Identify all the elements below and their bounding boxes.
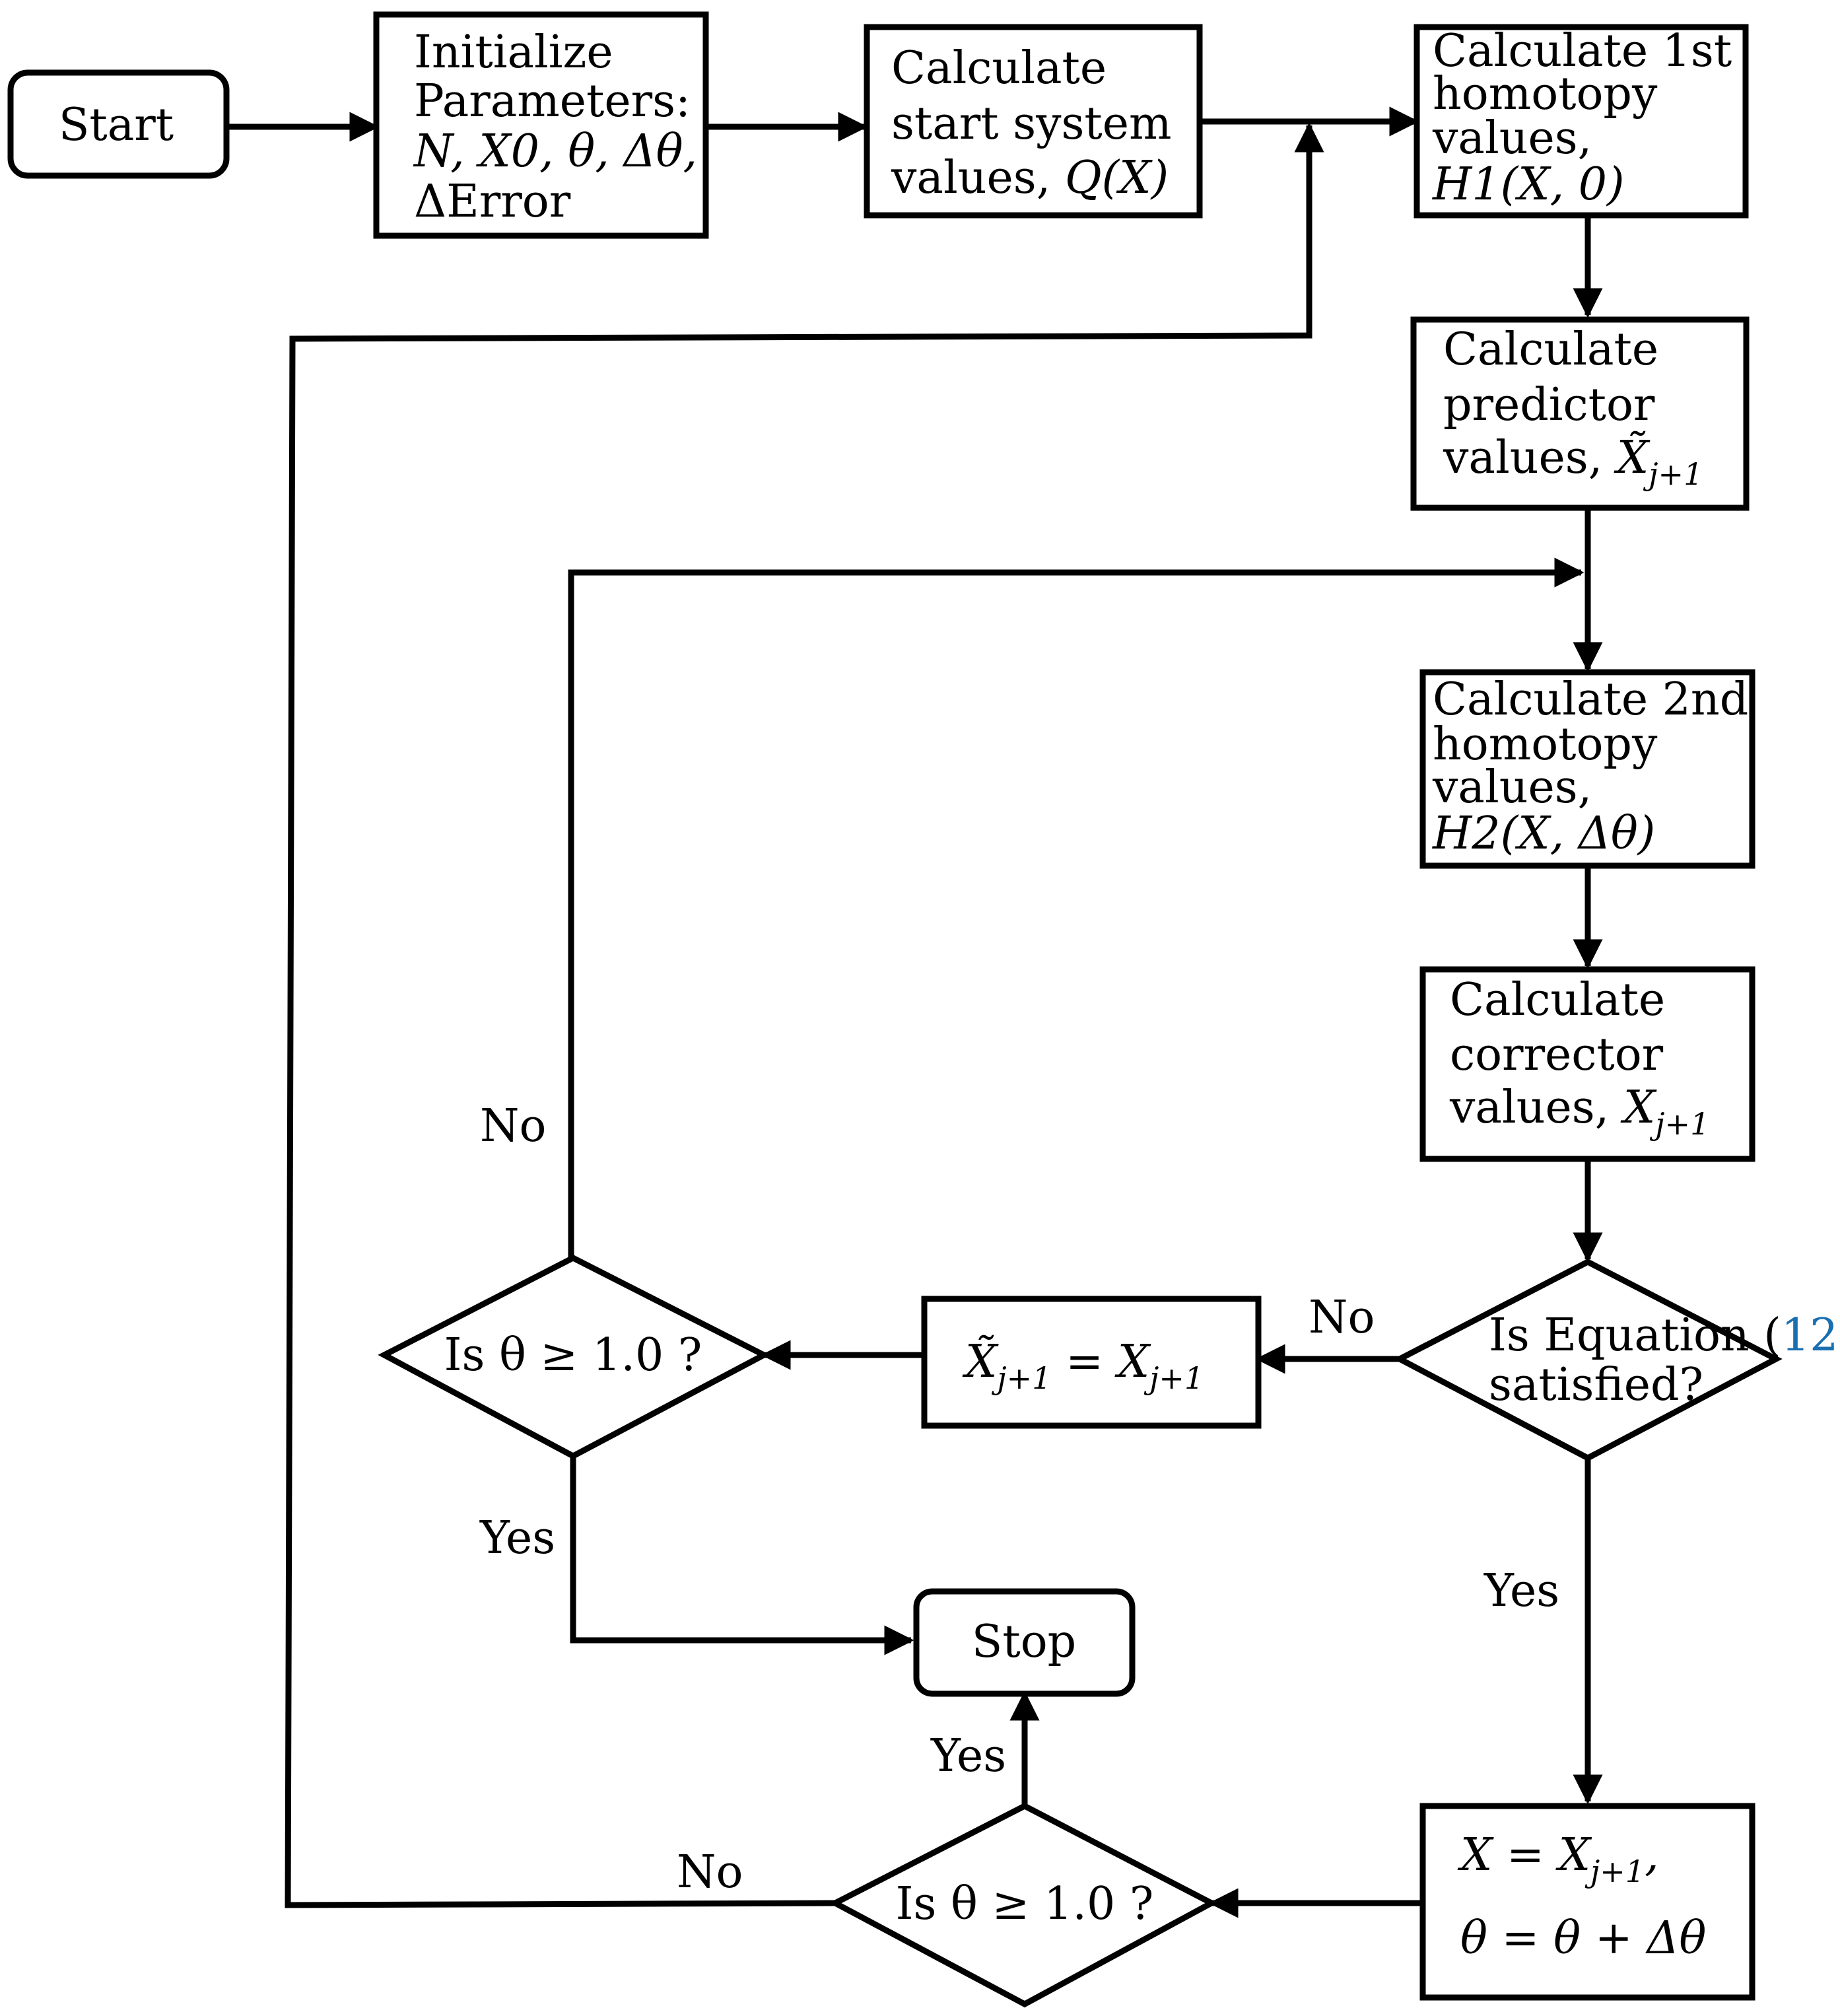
predictor-line1: Calculate: [1443, 324, 1658, 376]
assign-box: [921, 1296, 1262, 1429]
homotopy2-box: [1419, 669, 1755, 869]
edge-label-eq-yes: Yes: [1483, 1565, 1559, 1617]
corrector-box: [1419, 966, 1755, 1162]
init-line4: ΔError: [414, 176, 571, 228]
edge-thetacheck2-no-loop: [285, 122, 1324, 1908]
predictor-line2: predictor: [1443, 379, 1655, 431]
update-line1: X = Xj+1,: [1457, 1829, 1659, 1889]
homotopy2-line2: homotopy: [1433, 718, 1658, 771]
init-line2: Parameters:: [414, 75, 691, 127]
start-system-line1: Calculate: [891, 42, 1107, 94]
corrector-line2: corrector: [1450, 1029, 1664, 1081]
update-line2: θ = θ + Δθ: [1460, 1912, 1706, 1964]
corrector-line3: values, Xj+1: [1449, 1082, 1709, 1142]
theta-check-upper-label: Is θ ≥ 1.0 ?: [444, 1329, 702, 1381]
homotopy1-line4: H1(X, 0): [1431, 158, 1625, 211]
homotopy2-line3: values,: [1432, 761, 1592, 814]
theta-check-upper-decision: [378, 1254, 770, 1460]
assign-label: X̃j+1 = Xj+1: [962, 1336, 1204, 1396]
edge-label-upper-no: No: [480, 1100, 546, 1152]
predictor-box: [1410, 316, 1750, 511]
predictor-line3: values, X̃j+1: [1443, 432, 1703, 492]
init-line3: N, X0, θ, Δθ,: [413, 125, 697, 178]
theta-check-lower-decision: [829, 1802, 1218, 2008]
start-system-line2: start system: [891, 98, 1171, 150]
edge-thetacheck-no-loop: [568, 557, 1584, 1258]
homotopy1-box: [1414, 24, 1749, 219]
edge-thetacheck-yes-to-stop: [570, 1456, 914, 1655]
theta-check-lower-label: Is θ ≥ 1.0 ?: [896, 1878, 1154, 1930]
start-system-line3: values, Q(X): [891, 152, 1169, 204]
edge-label-lower-yes: Yes: [930, 1730, 1006, 1782]
homotopy2-line1: Calculate 2nd: [1433, 674, 1748, 726]
corrector-line1: Calculate: [1450, 974, 1665, 1026]
stop-node: [913, 1588, 1136, 1697]
init-line1: Initialize: [414, 26, 613, 79]
homotopy1-line3: values,: [1432, 112, 1592, 164]
start-system-box: [864, 24, 1203, 219]
check-eq-line2: satisfied?: [1489, 1359, 1703, 1411]
homotopy2-line4: H2(X, Δθ): [1431, 808, 1655, 860]
homotopy1-line2: homotopy: [1433, 68, 1658, 120]
edge-label-upper-yes: Yes: [479, 1512, 555, 1564]
check-eq-line1: Is Equation (12): [1489, 1309, 1840, 1362]
init-params-box: [373, 11, 709, 239]
update-box: [1419, 1803, 1755, 2001]
start-node: [7, 69, 230, 179]
check-equation-decision: [1393, 1258, 1783, 1462]
edge-label-lower-no: No: [677, 1846, 743, 1898]
stop-label: Stop: [972, 1616, 1076, 1668]
start-label: Start: [59, 99, 174, 151]
homotopy1-line1: Calculate 1st: [1433, 25, 1732, 77]
edge-label-eq-no: No: [1309, 1292, 1375, 1344]
